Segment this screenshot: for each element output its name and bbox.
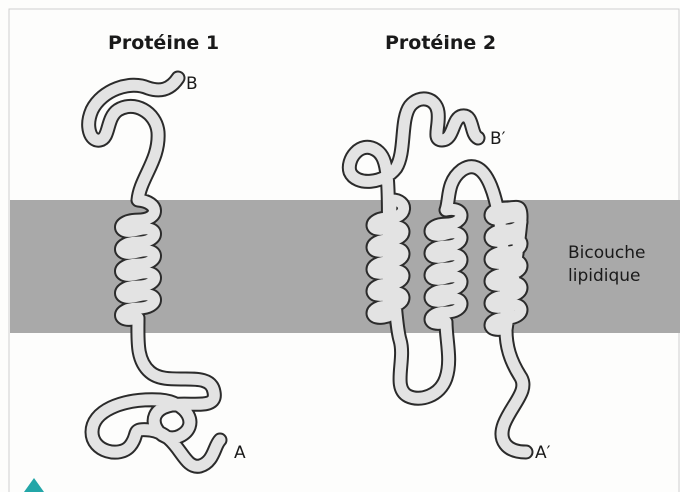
protein-1-title: Protéine 1	[108, 32, 219, 54]
corner-marker-icon	[24, 478, 44, 492]
protein-2-terminal-top: B′	[490, 129, 506, 149]
protein-2-terminal-bottom: A′	[535, 443, 551, 463]
protein-2-title: Protéine 2	[385, 32, 496, 54]
protein-2-chain	[349, 99, 526, 452]
bilayer-label-line-2: lipidique	[568, 266, 641, 286]
protein-1-terminal-top: B	[186, 74, 198, 94]
protein-1-terminal-bottom: A	[234, 443, 246, 463]
bilayer-label-line-1: Bicouche	[568, 243, 646, 263]
